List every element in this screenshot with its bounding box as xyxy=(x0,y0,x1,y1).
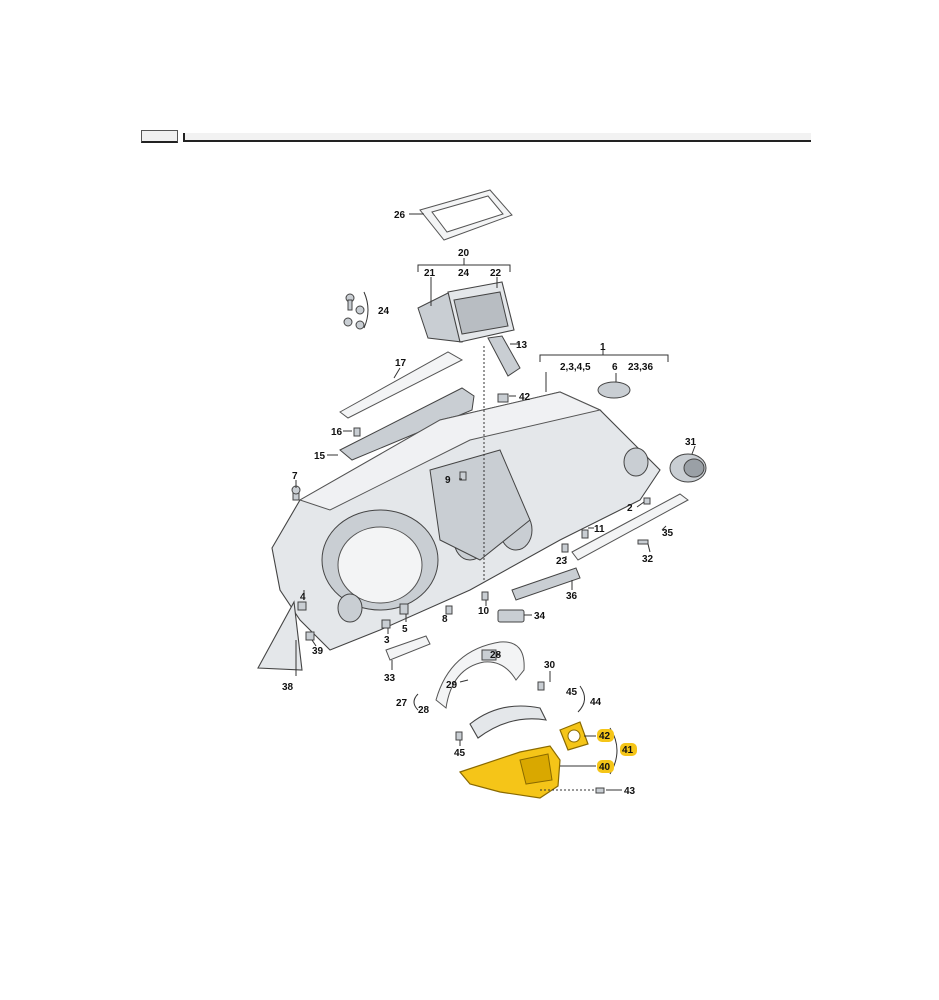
callout-24-clips: 24 xyxy=(378,306,390,317)
part-38-side-cover xyxy=(257,600,303,671)
callout-10: 10 xyxy=(478,606,490,617)
callout-26: 26 xyxy=(394,210,406,221)
callout-29: 29 xyxy=(446,680,458,691)
callout-28-top: 28 xyxy=(490,650,502,661)
part-24-clips xyxy=(343,293,365,330)
callout-2345: 2,3,4,5 xyxy=(560,362,591,373)
part-40-column-shroud-lower xyxy=(458,745,561,799)
header-rule xyxy=(183,133,811,142)
callout-41: 41 xyxy=(622,745,634,756)
callout-8: 8 xyxy=(442,614,448,625)
callout-44: 44 xyxy=(590,697,602,708)
callout-27: 27 xyxy=(396,698,408,709)
screws xyxy=(291,393,651,794)
callout-5: 5 xyxy=(402,624,408,635)
part-34-switch xyxy=(497,609,525,623)
part-26-display-frame xyxy=(419,189,513,241)
header-tab xyxy=(141,130,178,143)
callout-15: 15 xyxy=(314,451,326,462)
part-13-bracket xyxy=(487,335,521,377)
callout-16: 16 xyxy=(331,427,343,438)
callout-21: 21 xyxy=(424,268,436,279)
callout-3: 3 xyxy=(384,635,390,646)
callout-11: 11 xyxy=(594,524,605,535)
callout-17: 17 xyxy=(395,358,407,369)
callout-23-36: 23,36 xyxy=(628,362,653,373)
callout-1: 1 xyxy=(600,342,606,353)
part-42-switch-ring xyxy=(559,721,589,751)
callout-13: 13 xyxy=(516,340,528,351)
callout-45: 45 xyxy=(454,748,466,759)
part-27-cluster-surround xyxy=(435,641,525,709)
callout-45-shroud: 45 xyxy=(566,687,578,698)
callout-9: 9 xyxy=(445,475,451,486)
callout-43: 43 xyxy=(624,786,636,797)
callout-6: 6 xyxy=(612,362,618,373)
callout-30: 30 xyxy=(544,660,556,671)
callout-2: 2 xyxy=(627,503,633,514)
part-36-trim-bar xyxy=(511,567,581,601)
callout-32: 32 xyxy=(642,554,654,565)
callout-39: 39 xyxy=(312,646,324,657)
callout-20: 20 xyxy=(458,248,470,259)
callout-4: 4 xyxy=(300,592,306,603)
part-31-air-vent xyxy=(669,453,707,483)
part-44-column-shroud-upper xyxy=(469,705,547,739)
part-1-dashboard xyxy=(271,391,661,651)
callout-24-display: 24 xyxy=(458,268,470,279)
callout-7: 7 xyxy=(292,471,298,482)
part-20-display-unit xyxy=(417,281,515,343)
callout-42-dash: 42 xyxy=(519,392,531,403)
highlight-markers xyxy=(597,729,637,773)
part-17-trim-strip xyxy=(339,351,464,419)
callout-42: 42 xyxy=(599,731,611,742)
callout-33: 33 xyxy=(384,673,396,684)
part-33-trim xyxy=(385,635,431,661)
callout-22: 22 xyxy=(490,268,502,279)
callout-34: 34 xyxy=(534,611,546,622)
part-15-trim-strip xyxy=(339,387,475,461)
callout-28-bottom: 28 xyxy=(418,705,430,716)
part-35-trim-bar xyxy=(571,493,689,561)
callout-38: 38 xyxy=(282,682,294,693)
callout-labels: 26 20 21 24 22 24 13 1 2,3,4,5 6 23,36 1… xyxy=(282,210,697,797)
callout-31: 31 xyxy=(685,437,697,448)
part-6-speaker-grille xyxy=(597,381,631,399)
callout-23: 23 xyxy=(556,556,568,567)
callout-36: 36 xyxy=(566,591,578,602)
callout-35: 35 xyxy=(662,528,674,539)
callout-40: 40 xyxy=(599,762,611,773)
